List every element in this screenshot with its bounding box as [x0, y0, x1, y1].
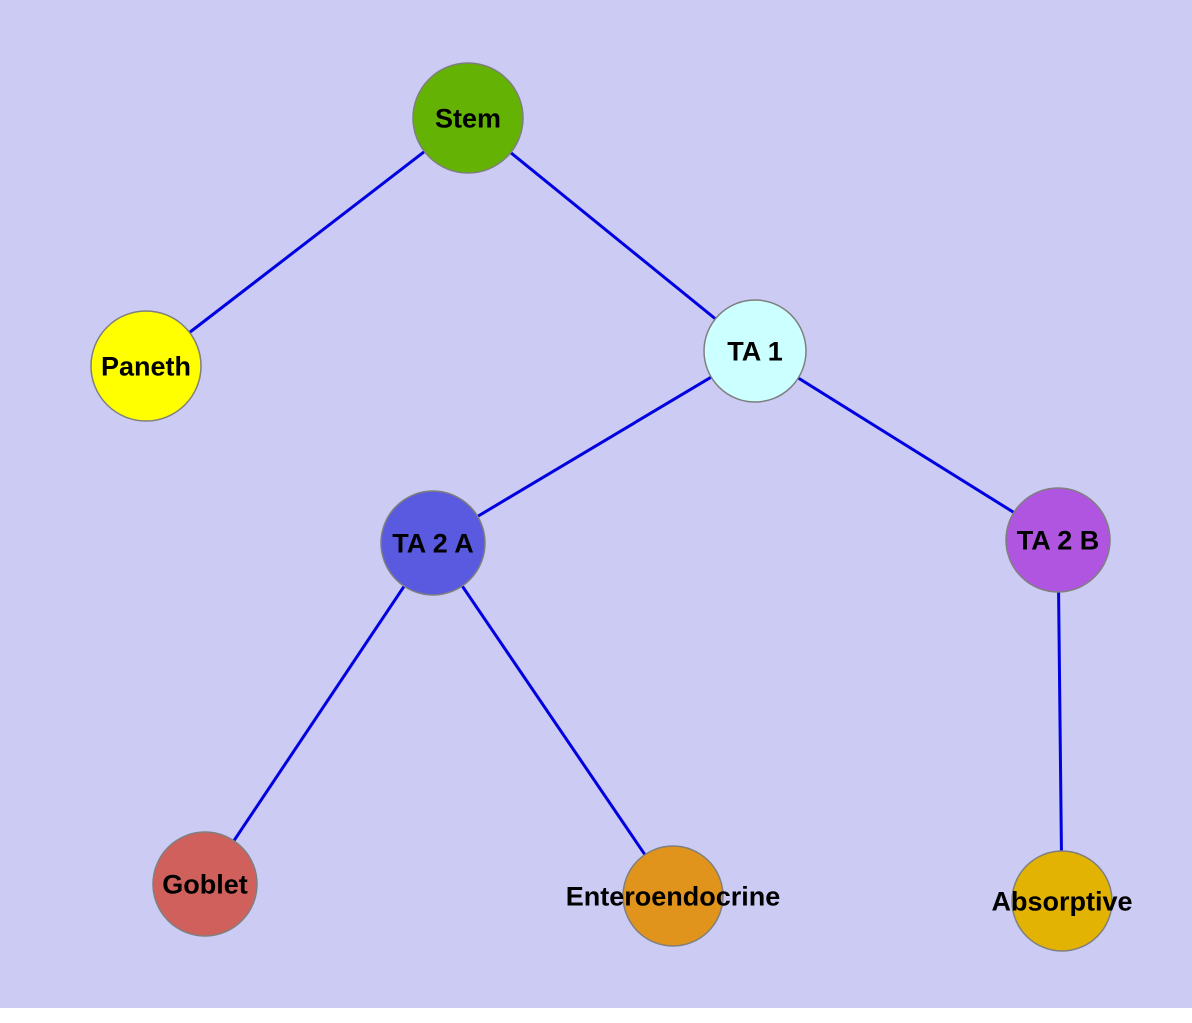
- node-circle-ta2b[interactable]: [1005, 487, 1111, 593]
- node-circle-stem[interactable]: [412, 62, 524, 174]
- edge-ta2a-enteroendocrine: [431, 542, 675, 897]
- edge-ta2b-absorptive: [1056, 539, 1064, 902]
- node-goblet[interactable]: Goblet: [152, 831, 258, 937]
- node-circle-paneth[interactable]: [90, 310, 202, 422]
- node-circle-enteroendocrine[interactable]: [622, 845, 724, 947]
- edge-stem-paneth: [145, 116, 469, 368]
- edge-ta1-ta2a: [432, 349, 756, 545]
- node-ta2a[interactable]: TA 2 A: [380, 490, 486, 596]
- node-circle-absorptive[interactable]: [1011, 850, 1113, 952]
- node-ta1[interactable]: TA 1: [703, 299, 807, 403]
- edges-layer: [145, 116, 1064, 902]
- node-stem[interactable]: Stem: [412, 62, 524, 174]
- node-circle-goblet[interactable]: [152, 831, 258, 937]
- edge-ta2a-goblet: [203, 542, 435, 885]
- edge-stem-ta1: [467, 116, 756, 353]
- node-circle-ta1[interactable]: [703, 299, 807, 403]
- node-paneth[interactable]: Paneth: [90, 310, 202, 422]
- edge-ta1-ta2b: [754, 349, 1059, 542]
- node-ta2b[interactable]: TA 2 B: [1005, 487, 1111, 593]
- node-circle-ta2a[interactable]: [380, 490, 486, 596]
